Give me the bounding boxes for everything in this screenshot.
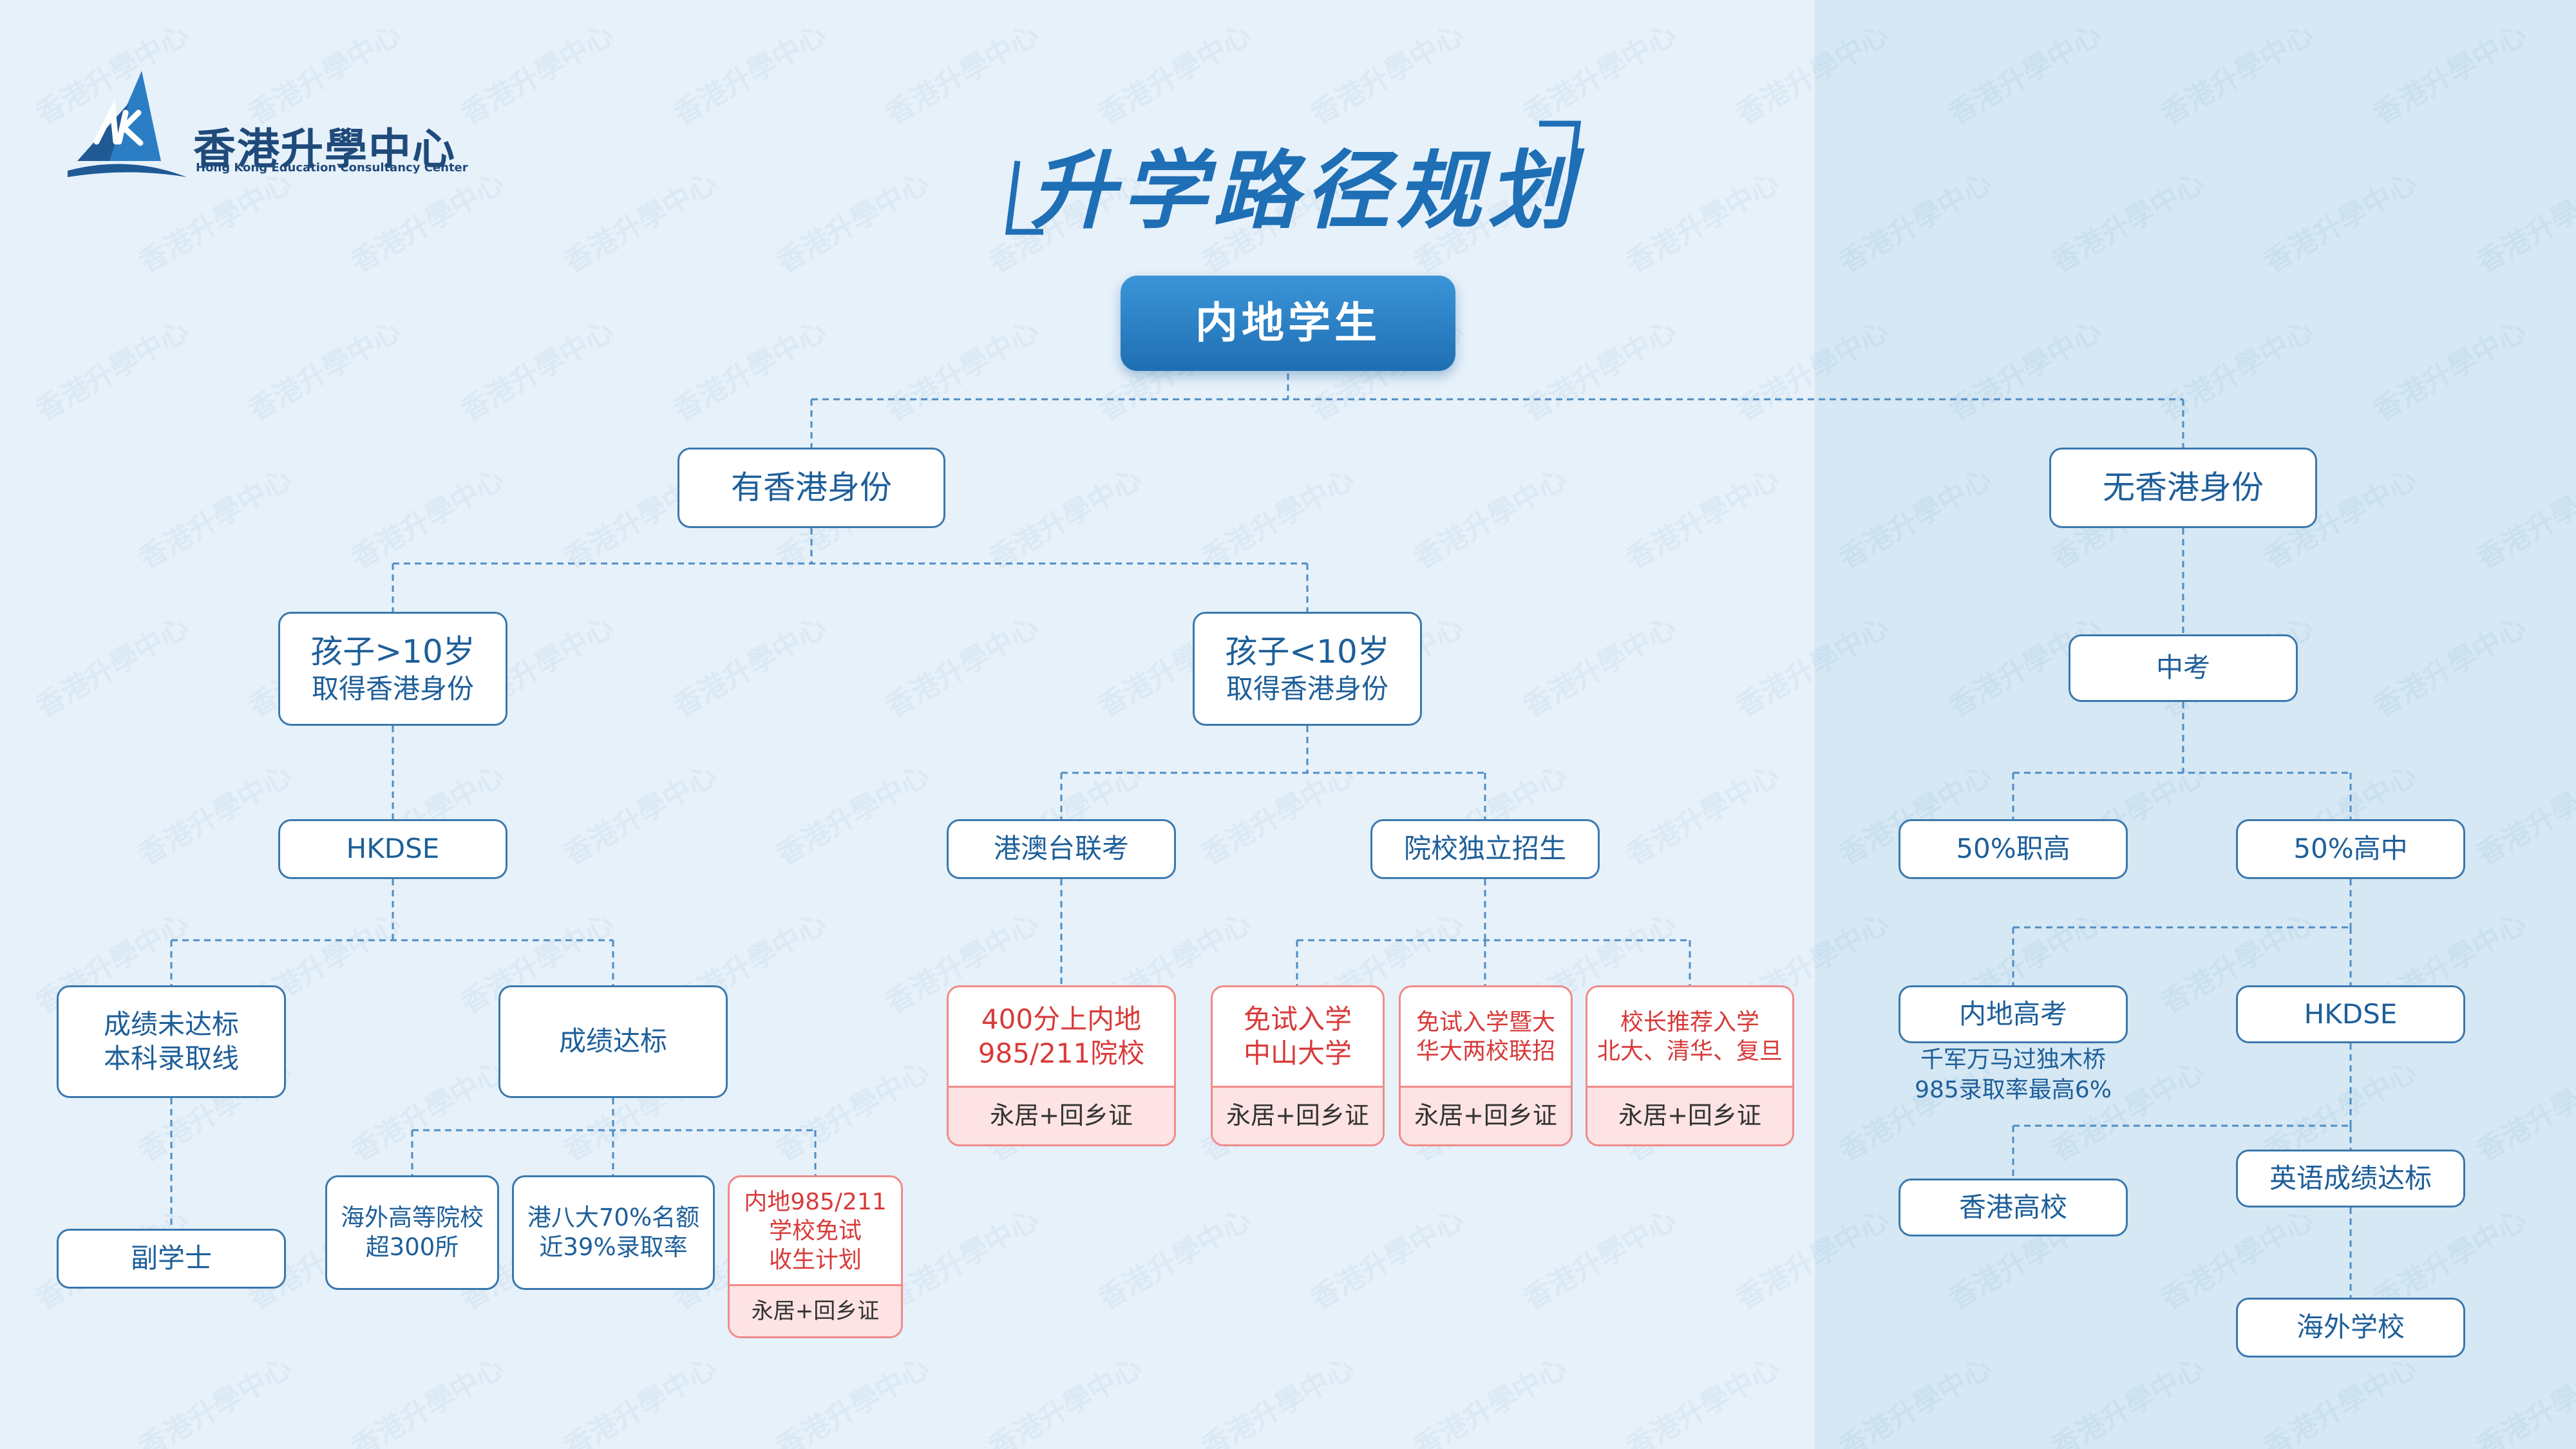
node-jinan-huaqiao-joint: 免试入学暨大 华大两校联招 永居+回乡证 <box>1399 985 1573 1146</box>
node-gaokao: 内地高考 <box>1899 985 2128 1043</box>
node-hkdse-right: HKDSE <box>2236 985 2465 1043</box>
node-zhongkao: 中考 <box>2069 634 2298 702</box>
condition-label: 永居+回乡证 <box>949 1086 1174 1144</box>
gaokao-note-line1: 千军万马过独木桥 <box>1920 1046 2106 1074</box>
node-sysu-exempt: 免试入学 中山大学 永居+回乡证 <box>1211 985 1385 1146</box>
condition-label: 永居+回乡证 <box>730 1284 901 1336</box>
node-hkdse-left: HKDSE <box>278 819 507 879</box>
node-jinan-huaqiao-joint-line1: 免试入学暨大 <box>1416 1009 1555 1036</box>
node-highschool-50: 50%高中 <box>2236 819 2465 879</box>
node-mainland-985-exempt-line3: 收生计划 <box>768 1246 862 1273</box>
node-overseas-universities-line1: 海外高等院校 <box>341 1203 484 1231</box>
node-associate-degree: 副学士 <box>57 1229 286 1289</box>
node-score-400: 400分上内地 985/211院校 永居+回乡证 <box>947 985 1176 1146</box>
node-child-over-10: 孩子>10岁 取得香港身份 <box>278 612 507 726</box>
node-principal-recommendation: 校长推荐入学 北大、清华、复旦 永居+回乡证 <box>1586 985 1794 1146</box>
root-node-mainland-students: 内地学生 <box>1121 276 1455 371</box>
node-mainland-985-exempt-line2: 学校免试 <box>768 1217 862 1244</box>
logo-name-cn: 香港升學中心 <box>193 124 456 174</box>
node-child-over-10-line1: 孩子>10岁 <box>310 633 475 670</box>
condition-label: 永居+回乡证 <box>1587 1086 1792 1144</box>
node-sysu-exempt-line1: 免试入学 <box>1243 1003 1352 1035</box>
node-principal-recommendation-line2: 北大、清华、复旦 <box>1596 1037 1783 1065</box>
node-overseas-universities-line2: 超300所 <box>365 1233 459 1261</box>
node-below-line-line2: 本科录取线 <box>103 1042 239 1074</box>
node-below-line-line1: 成绩未达标 <box>103 1009 239 1040</box>
title-text: 升学路径规划 <box>1030 142 1579 241</box>
sail-logo-icon <box>68 71 187 177</box>
page-title: 升学路径规划 <box>1005 116 1584 245</box>
node-score-400-line1: 400分上内地 <box>981 1003 1142 1035</box>
condition-label: 永居+回乡证 <box>1401 1086 1571 1144</box>
gaokao-note-line2: 985录取率最高6% <box>1915 1077 2112 1103</box>
node-child-under-10-line2: 取得香港身份 <box>1226 672 1388 705</box>
node-joint-exam: 港澳台联考 <box>947 819 1176 879</box>
node-hk-eight-universities: 港八大70%名额 近39%录取率 <box>512 1175 715 1290</box>
node-principal-recommendation-line1: 校长推荐入学 <box>1620 1009 1759 1036</box>
node-independent-admission: 院校独立招生 <box>1370 819 1600 879</box>
node-english-qualified: 英语成绩达标 <box>2236 1150 2465 1208</box>
logo-name-en: Hong Kong Education Consultancy Center <box>196 161 468 175</box>
title-bracket-decoration <box>1005 120 1582 235</box>
node-below-line: 成绩未达标 本科录取线 <box>57 985 286 1098</box>
node-has-hk-id: 有香港身份 <box>677 448 945 528</box>
node-jinan-huaqiao-joint-line2: 华大两校联招 <box>1416 1037 1555 1065</box>
brand-logo: 香港升學中心 Hong Kong Education Consultancy C… <box>64 64 468 193</box>
node-child-under-10: 孩子<10岁 取得香港身份 <box>1193 612 1422 726</box>
node-mainland-985-exempt-line1: 内地985/211 <box>744 1188 887 1215</box>
node-vocational-50: 50%职高 <box>1899 819 2128 879</box>
gaokao-note: 千军万马过独木桥 985录取率最高6% <box>1868 1043 2159 1108</box>
node-score-400-line2: 985/211院校 <box>978 1037 1145 1069</box>
node-sysu-exempt-line2: 中山大学 <box>1243 1037 1352 1069</box>
node-hk-eight-universities-line1: 港八大70%名额 <box>527 1203 700 1231</box>
node-hk-universities: 香港高校 <box>1899 1179 2128 1236</box>
condition-label: 永居+回乡证 <box>1213 1086 1383 1144</box>
node-child-under-10-line1: 孩子<10岁 <box>1225 633 1390 670</box>
node-overseas-universities: 海外高等院校 超300所 <box>325 1175 499 1290</box>
node-qualified: 成绩达标 <box>498 985 728 1098</box>
node-child-over-10-line2: 取得香港身份 <box>311 672 474 705</box>
node-hk-eight-universities-line2: 近39%录取率 <box>539 1233 688 1261</box>
node-mainland-985-exempt: 内地985/211 学校免试 收生计划 永居+回乡证 <box>728 1175 903 1338</box>
node-no-hk-id: 无香港身份 <box>2049 448 2317 528</box>
node-overseas-schools: 海外学校 <box>2236 1298 2465 1358</box>
